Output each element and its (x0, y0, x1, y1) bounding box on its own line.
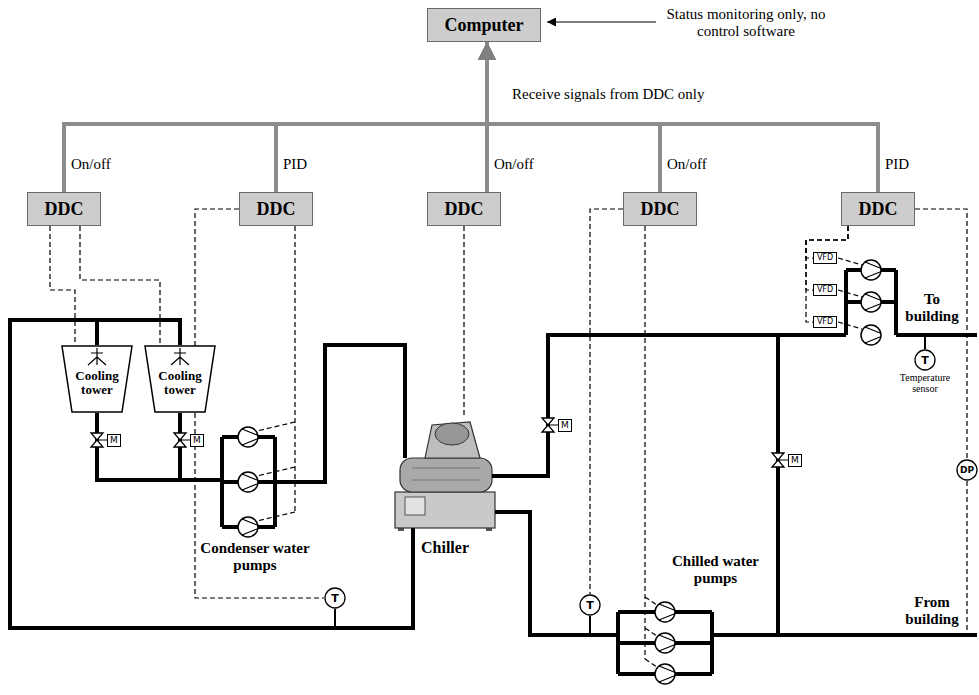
pointer-arrow (547, 21, 656, 22)
node-text: Cooling tower (151, 369, 209, 396)
valve-actuator: M (788, 454, 802, 467)
temperature-sensor: T (324, 587, 346, 609)
sensor-stem (335, 335, 925, 635)
vfd-box: VFD (813, 252, 837, 264)
control-wire (806, 226, 848, 322)
node-text: DDC (257, 199, 296, 220)
node-text: Temperature sensor (894, 373, 956, 394)
control-wire (915, 209, 967, 459)
node-text: DDC (859, 199, 898, 220)
signal-wire (257, 226, 967, 667)
control-wire (463, 226, 464, 415)
ddc-box: DDC (239, 192, 313, 226)
control-mode: PID (283, 156, 307, 173)
signal-bus (487, 42, 878, 192)
node-text: VFD (817, 253, 833, 263)
ddc-box: DDC (27, 192, 101, 226)
computer-box: Computer (427, 8, 541, 42)
control-wire (50, 226, 75, 345)
node-text: T (586, 599, 594, 612)
signal-bus (487, 42, 660, 192)
signal-bus (276, 42, 487, 192)
control-wire (195, 209, 324, 598)
signal-bus (64, 42, 487, 192)
control-wire (80, 226, 160, 345)
node-text: VFD (817, 285, 833, 295)
valve-symbol (91, 418, 789, 467)
vfd-box: VFD (813, 316, 837, 328)
node-text: M (561, 420, 569, 431)
ddc-box: DDC (841, 192, 915, 226)
control-wire (590, 209, 623, 594)
pump-group-label: Condenser water pumps (200, 540, 310, 574)
temperature-sensor: T (579, 594, 601, 616)
node-text: DDC (445, 199, 484, 220)
flow-label: From building (901, 594, 963, 628)
pump-group-label: Chilled water pumps (663, 553, 768, 587)
control-mode: On/off (494, 156, 534, 173)
control-mode: PID (885, 156, 909, 173)
cooling-tower: Cooling tower (143, 345, 217, 413)
node-text: DDC (45, 199, 84, 220)
bus-caption: Receive signals from DDC only (512, 86, 704, 103)
pump-symbol (238, 260, 881, 684)
vfd-box: VFD (813, 284, 837, 296)
ddc-box: DDC (427, 192, 501, 226)
cooling-tower: Cooling tower (60, 345, 134, 413)
control-mode: On/off (667, 156, 707, 173)
node-text: Computer (445, 15, 524, 36)
temperature-sensor: TTemperature sensor (914, 349, 936, 371)
node-text: VFD (817, 317, 833, 327)
node-text: DP (960, 465, 974, 475)
chiller: Chiller (390, 415, 500, 557)
water-pipe (10, 270, 977, 674)
chiller-illustration (395, 422, 495, 531)
node-text: M (791, 455, 799, 466)
node-text: T (921, 354, 929, 367)
node-text: M (193, 435, 201, 446)
control-mode: On/off (71, 156, 111, 173)
ddc-box: DDC (623, 192, 697, 226)
note-text: Status monitoring only, no control softw… (660, 6, 832, 40)
node-text: M (110, 435, 118, 446)
node-text: DDC (641, 199, 680, 220)
node-text: Chiller (421, 539, 469, 557)
pressure-sensor: DP (956, 459, 978, 481)
node-text: Cooling tower (68, 369, 126, 396)
node-text: T (331, 592, 339, 605)
valve-actuator: M (190, 434, 204, 447)
valve-actuator: M (558, 419, 572, 432)
flow-label: To building (901, 291, 963, 325)
control-wire (806, 226, 848, 290)
valve-actuator: M (107, 434, 121, 447)
